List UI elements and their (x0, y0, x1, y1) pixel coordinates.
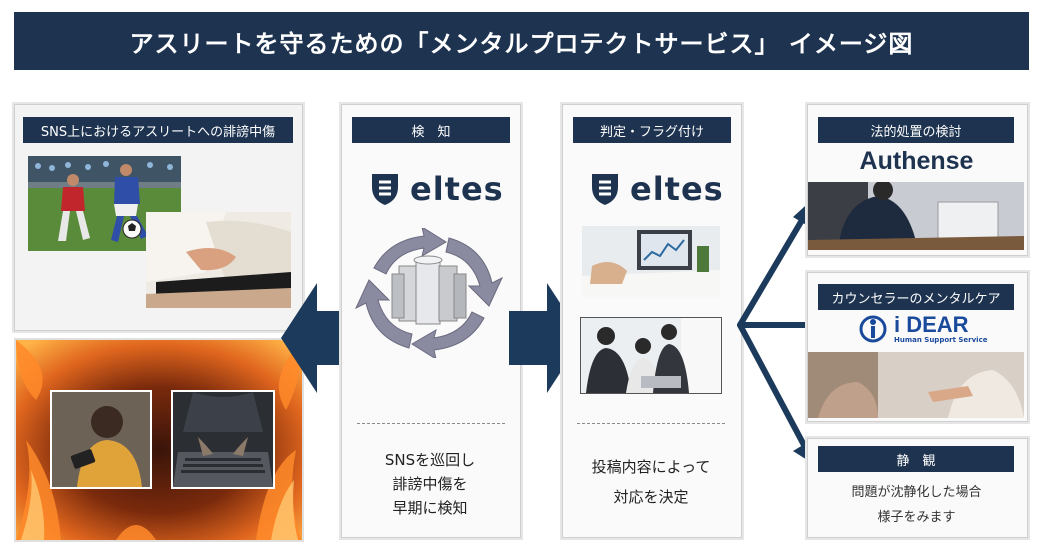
eltes-wordmark: eltes (410, 170, 504, 208)
judge-line: 投稿内容によって (591, 458, 711, 476)
counsel-label: カウンセラーのメンタルケア (818, 284, 1014, 310)
detect-line: SNSを巡回し (384, 451, 476, 469)
watch-line: 問題が沈静化した場合 (851, 485, 982, 500)
detect-line: 早期に検知 (392, 499, 468, 517)
judge-divider (577, 423, 725, 424)
detect-line: 誹謗中傷を (392, 475, 468, 493)
eltes-shield-icon (592, 174, 618, 205)
soccer-photo (28, 156, 181, 251)
judge-label: 判定・フラグ付け (573, 117, 731, 143)
laptop-hacker-photo (171, 390, 275, 489)
detect-label: 検 知 (352, 117, 510, 143)
watch-label: 静 観 (818, 446, 1014, 472)
legal-label: 法的処置の検討 (818, 117, 1014, 143)
sns-abuse-label: SNS上におけるアスリートへの誹謗中傷 (23, 117, 293, 143)
judge-line: 対応を決定 (613, 488, 689, 506)
watch-line: 様子をみます (877, 510, 956, 525)
idear-tagline: Human Support Service (894, 336, 988, 344)
lawyer-photo (808, 182, 1024, 250)
detect-description: SNSを巡回し 誹謗中傷を 早期に検知 (345, 448, 515, 520)
authense-logo: Authense (859, 147, 974, 175)
page-title: アスリートを守るための「メンタルプロテクトサービス」 イメージ図 (14, 12, 1029, 70)
watch-description: 問題が沈静化した場合 様子をみます (807, 480, 1026, 530)
phone-user-photo (50, 390, 152, 489)
counseling-photo (808, 352, 1024, 418)
eltes-shield-icon (372, 174, 398, 205)
arrow-left (281, 283, 356, 393)
detect-divider (357, 423, 505, 424)
idear-mark-icon (859, 315, 887, 343)
eltes-wordmark: eltes (630, 170, 724, 208)
server-cycle-graphic (354, 228, 504, 358)
judge-eltes-logo: eltes (590, 170, 724, 208)
judo-photo (146, 212, 291, 308)
detect-eltes-logo: eltes (370, 170, 504, 208)
meeting-photo (580, 317, 722, 394)
idear-logo: i DEAR Human Support Service (858, 314, 987, 344)
idear-wordmark: i DEAR (894, 312, 969, 337)
analysis-photo (582, 226, 720, 298)
judge-description: 投稿内容によって 対応を決定 (565, 452, 737, 512)
